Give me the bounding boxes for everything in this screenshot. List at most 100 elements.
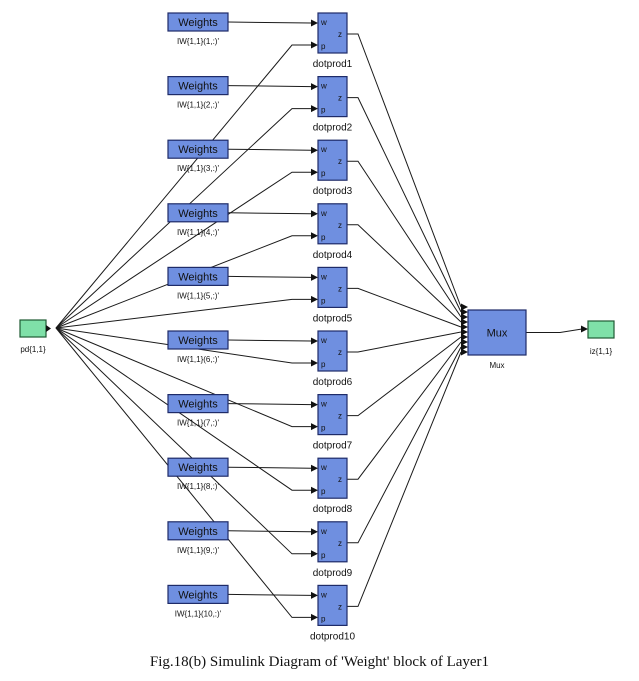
- dotprod-port-p: p: [321, 551, 326, 560]
- wire-weights-to-dotprod-8: [227, 466, 312, 469]
- input-port-box: [19, 319, 47, 338]
- arrowhead-p-2: [311, 105, 318, 113]
- wire-input-to-dotprod-8: [55, 327, 311, 491]
- output-port-iz[interactable]: iz{1,1}: [587, 320, 615, 356]
- dotprod-port-w: w: [320, 463, 327, 472]
- weights-label: Weights: [178, 17, 218, 29]
- dotprod-port-z: z: [338, 284, 342, 293]
- wire-dotprod-8-to-mux: [347, 341, 462, 480]
- dotprod-port-z: z: [338, 221, 342, 230]
- weights-box: [167, 75, 229, 96]
- dotprod-box: [317, 584, 348, 627]
- dotprod-box: [317, 330, 348, 372]
- dotprod-box: [317, 394, 348, 436]
- wire-input-to-dotprod-1: [55, 44, 311, 329]
- arrowhead-mux-in-7: [461, 333, 468, 341]
- wire-input-to-dotprod-7: [55, 327, 311, 428]
- dotprod-port-z: z: [338, 602, 342, 611]
- arrowhead-mux-in-9: [461, 343, 468, 351]
- arrowhead-p-9: [311, 550, 318, 558]
- dotprod-port-w: w: [320, 209, 327, 218]
- wire-dotprod-5-to-mux: [347, 287, 462, 328]
- dotprod-port-w: w: [320, 272, 327, 281]
- wire-weights-to-dotprod-3: [227, 148, 312, 151]
- wire-input-to-dotprod-4: [55, 235, 311, 329]
- wire-dotprod-9-to-mux: [347, 346, 462, 544]
- weights-sublabel: IW{1,1}(2,:)': [177, 101, 219, 110]
- dotprod-label: dotprod8: [313, 504, 353, 515]
- dotprod-box: [317, 75, 348, 118]
- dotprod-box: [317, 266, 348, 308]
- output-port-box: [587, 320, 615, 339]
- arrowhead-w-2: [311, 83, 318, 91]
- mux-box: [467, 309, 527, 356]
- arrowhead-mux-in-8: [461, 338, 468, 346]
- wire-weights-to-dotprod-6: [227, 339, 312, 342]
- dotprod-label: dotprod9: [313, 568, 353, 579]
- dotprod-port-p: p: [321, 487, 326, 496]
- wire-weights-to-dotprod-9: [227, 530, 312, 533]
- arrowhead-w-4: [311, 210, 318, 218]
- dotprod-port-z: z: [338, 30, 342, 39]
- wire-input-to-dotprod-5: [55, 298, 311, 329]
- figure-caption: Fig.18(b) Simulink Diagram of 'Weight' b…: [149, 654, 490, 670]
- dotprod-port-w: w: [320, 590, 327, 599]
- wire-input-to-dotprod-2: [55, 108, 311, 329]
- weights-box: [167, 521, 229, 541]
- wire-dotprod-1-to-mux: [347, 33, 462, 308]
- dotprod-box: [317, 457, 348, 499]
- arrowhead-mux-in-5: [461, 323, 468, 331]
- dotprod-port-p: p: [321, 233, 326, 242]
- dotprod-port-p: p: [321, 42, 326, 51]
- dotprod-port-p: p: [321, 424, 326, 433]
- input-port-label: pd{1,1}: [20, 345, 46, 354]
- input-port-pd[interactable]: pd{1,1}: [19, 319, 51, 354]
- weights-label: Weights: [178, 399, 218, 411]
- arrowhead-p-7: [311, 423, 318, 431]
- dotprod-port-p: p: [321, 106, 326, 115]
- wire-dotprod-4-to-mux: [347, 224, 462, 323]
- weights-label: Weights: [178, 335, 218, 347]
- wire-dotprod-7-to-mux: [347, 336, 462, 417]
- weights-sublabel: IW{1,1}(9,:)': [177, 546, 219, 555]
- signal-wires: [55, 21, 583, 618]
- weights-box: [167, 139, 229, 159]
- arrowhead-mux-in-4: [461, 318, 468, 326]
- dotprod-port-w: w: [320, 336, 327, 345]
- dotprod-label: dotprod2: [313, 123, 353, 134]
- dotprod-label: dotprod7: [313, 441, 353, 452]
- wire-dotprod-2-to-mux: [347, 97, 462, 313]
- dotprod-box: [317, 12, 348, 54]
- wire-input-to-dotprod-6: [55, 327, 311, 364]
- wire-dotprod-3-to-mux: [347, 160, 462, 318]
- arrowhead-mux-in-6: [461, 328, 468, 336]
- weights-label: Weights: [178, 208, 218, 220]
- dotprod-port-z: z: [338, 94, 342, 103]
- weights-sublabel: IW{1,1}(7,:)': [177, 419, 219, 428]
- dotprod-label: dotprod5: [313, 313, 353, 324]
- arrowhead-p-8: [311, 486, 318, 494]
- arrowhead-w-3: [311, 146, 318, 154]
- weights-sublabel: IW{1,1}(6,:)': [177, 355, 219, 364]
